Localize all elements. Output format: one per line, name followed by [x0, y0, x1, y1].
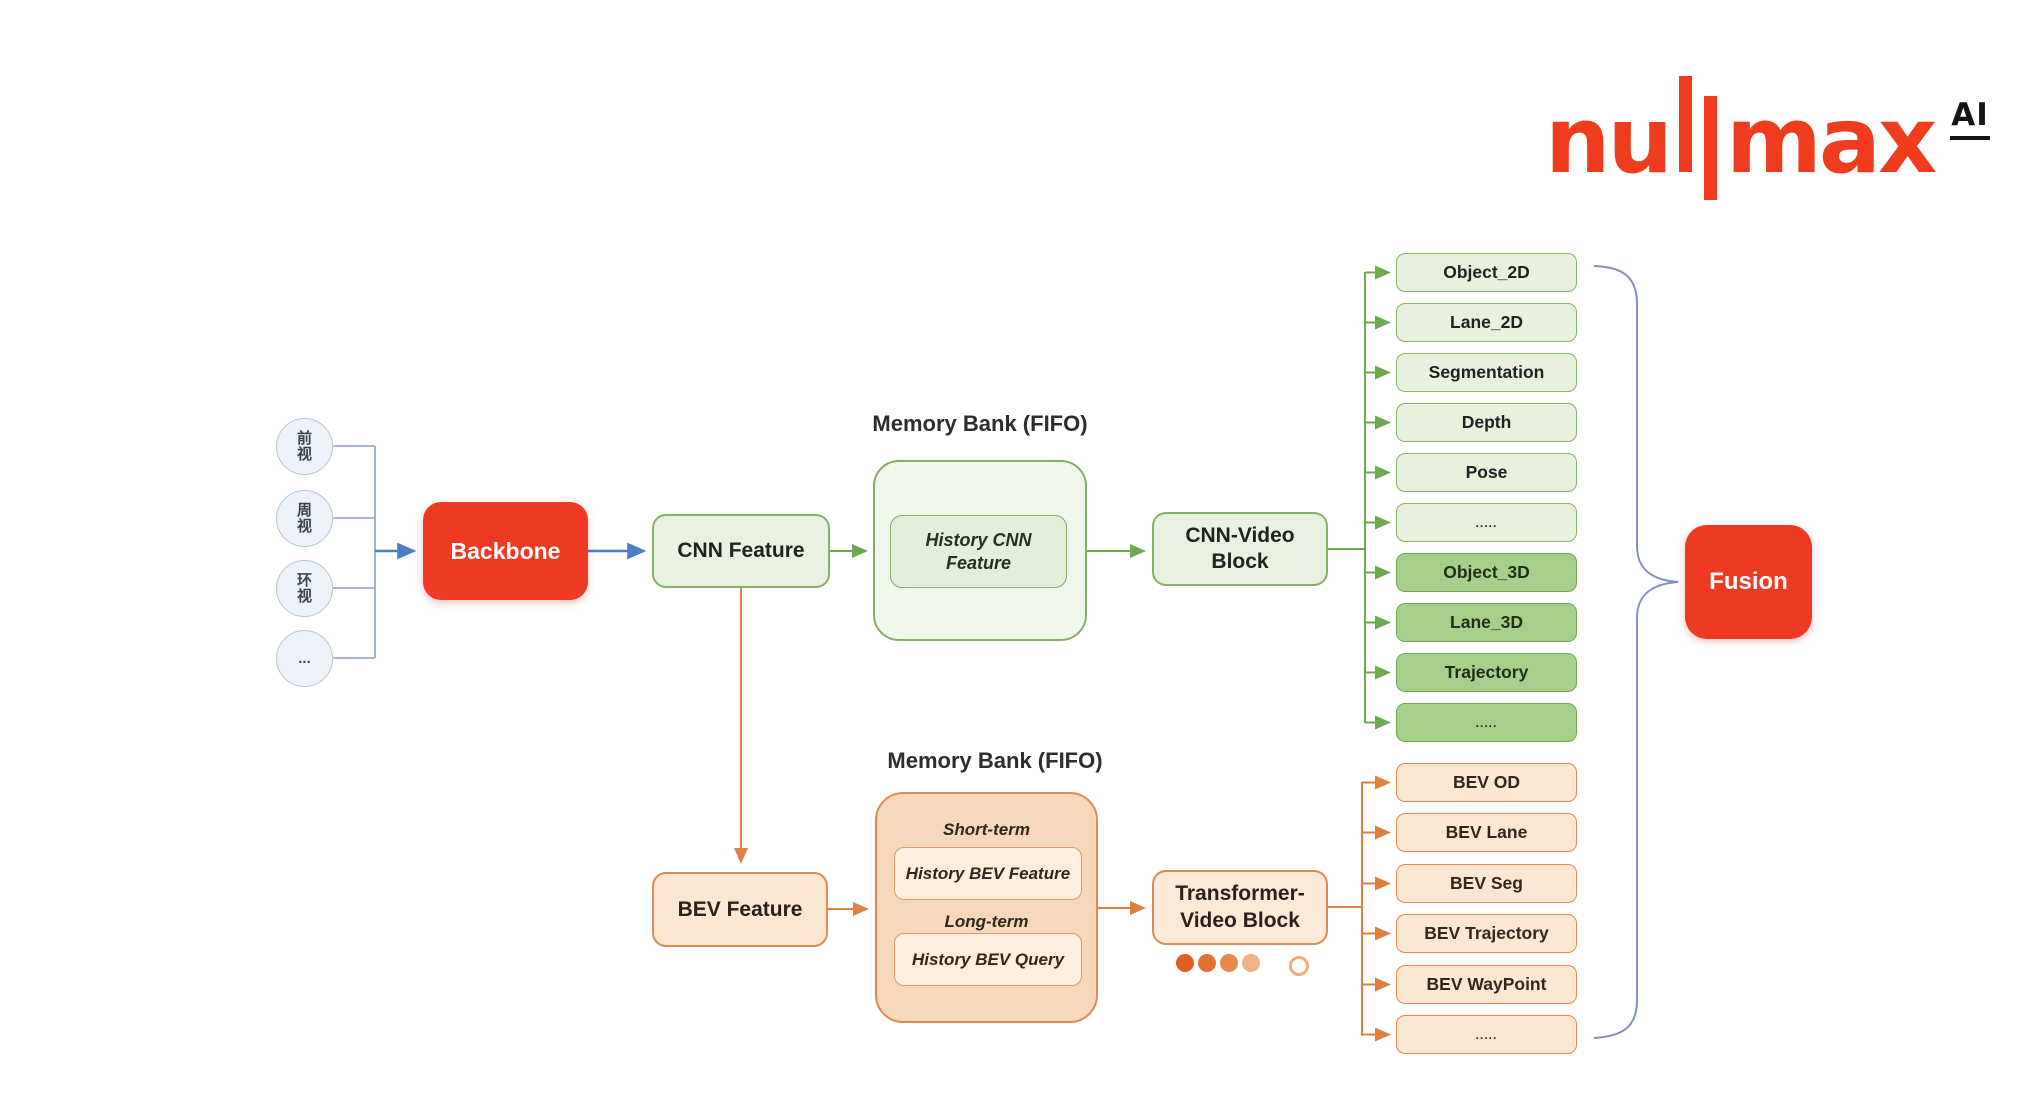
bev-feature-label: BEV Feature	[677, 897, 803, 921]
output-bev-lane: BEV Lane	[1396, 813, 1577, 852]
camera-input-more: ...	[276, 630, 333, 687]
transformer-line2: Video Block	[1180, 908, 1300, 932]
output-lane-2d: Lane_2D	[1396, 303, 1577, 342]
camera-label: 前视	[296, 429, 312, 463]
cnn-video-line2: Block	[1211, 550, 1269, 573]
fusion-label: Fusion	[1709, 568, 1788, 595]
cnn-feature-label: CNN Feature	[677, 539, 805, 562]
camera-input-front: 前视	[276, 418, 333, 475]
long-term-label: Long-term	[944, 912, 1029, 931]
logo-text-suffix: max	[1726, 87, 1937, 194]
output-pose: Pose	[1396, 453, 1577, 492]
green-arrows	[830, 265, 1391, 730]
cnn-video-block-node: CNN-Video Block	[1152, 512, 1328, 586]
output-lane-3d: Lane_3D	[1396, 603, 1577, 642]
camera-input-surround: 环视	[276, 560, 333, 617]
memory-bank-bev-title: Memory Bank (FIFO)	[887, 748, 1103, 773]
history-cnn-feature-box: History CNN Feature	[890, 515, 1067, 588]
transformer-line1: Transformer-	[1175, 882, 1305, 906]
fade-dot-3-icon	[1220, 954, 1238, 972]
logo-bar-descender-icon	[1704, 96, 1717, 200]
camera-collector-lines	[331, 445, 376, 659]
camera-label: 周视	[296, 501, 312, 535]
output-bev-seg: BEV Seg	[1396, 864, 1577, 903]
output-bev-trajectory: BEV Trajectory	[1396, 914, 1577, 953]
transformer-video-block-node: Transformer- Video Block	[1152, 870, 1328, 945]
output-segmentation: Segmentation	[1396, 353, 1577, 392]
history-bev-query-box: History BEV Query	[894, 933, 1082, 986]
backbone-node: Backbone	[423, 502, 588, 600]
output-object-3d: Object_3D	[1396, 553, 1577, 592]
output-bev-waypoint: BEV WayPoint	[1396, 965, 1577, 1004]
bev-feature-node: BEV Feature	[652, 872, 828, 947]
logo-bar-icon	[1679, 76, 1692, 172]
memory-bank-cnn-title: Memory Bank (FIFO)	[872, 411, 1088, 436]
fusion-node: Fusion	[1685, 525, 1812, 639]
history-cnn-line1: History CNN	[925, 530, 1032, 550]
logo-text-prefix: nu	[1545, 87, 1673, 194]
fade-dot-hollow-icon	[1289, 956, 1309, 976]
output-2d-more: .....	[1396, 503, 1577, 542]
output-object-2d: Object_2D	[1396, 253, 1577, 292]
memory-bank-bev-container: Short-term History BEV Feature Long-term…	[875, 792, 1098, 1023]
cnn-feature-node: CNN Feature	[652, 514, 830, 588]
output-trajectory: Trajectory	[1396, 653, 1577, 692]
short-term-label: Short-term	[943, 820, 1030, 839]
orange-arrows	[734, 588, 1391, 1042]
camera-label: ...	[298, 649, 311, 667]
logo-ai-badge: AI	[1950, 97, 1990, 140]
cnn-video-line1: CNN-Video	[1185, 523, 1295, 547]
camera-input-peripheral: 周视	[276, 490, 333, 547]
fade-dot-2-icon	[1198, 954, 1216, 972]
backbone-label: Backbone	[450, 537, 561, 564]
output-bev-more: .....	[1396, 1015, 1577, 1054]
output-3d-more: .....	[1396, 703, 1577, 742]
fade-dot-1-icon	[1176, 954, 1194, 972]
fusion-brace	[1593, 265, 1679, 1039]
history-bev-feature-box: History BEV Feature	[894, 847, 1082, 900]
output-bev-od: BEV OD	[1396, 763, 1577, 802]
camera-label: 环视	[296, 571, 312, 605]
output-depth: Depth	[1396, 403, 1577, 442]
history-cnn-line2: Feature	[945, 552, 1012, 573]
fade-dot-4-icon	[1242, 954, 1260, 972]
